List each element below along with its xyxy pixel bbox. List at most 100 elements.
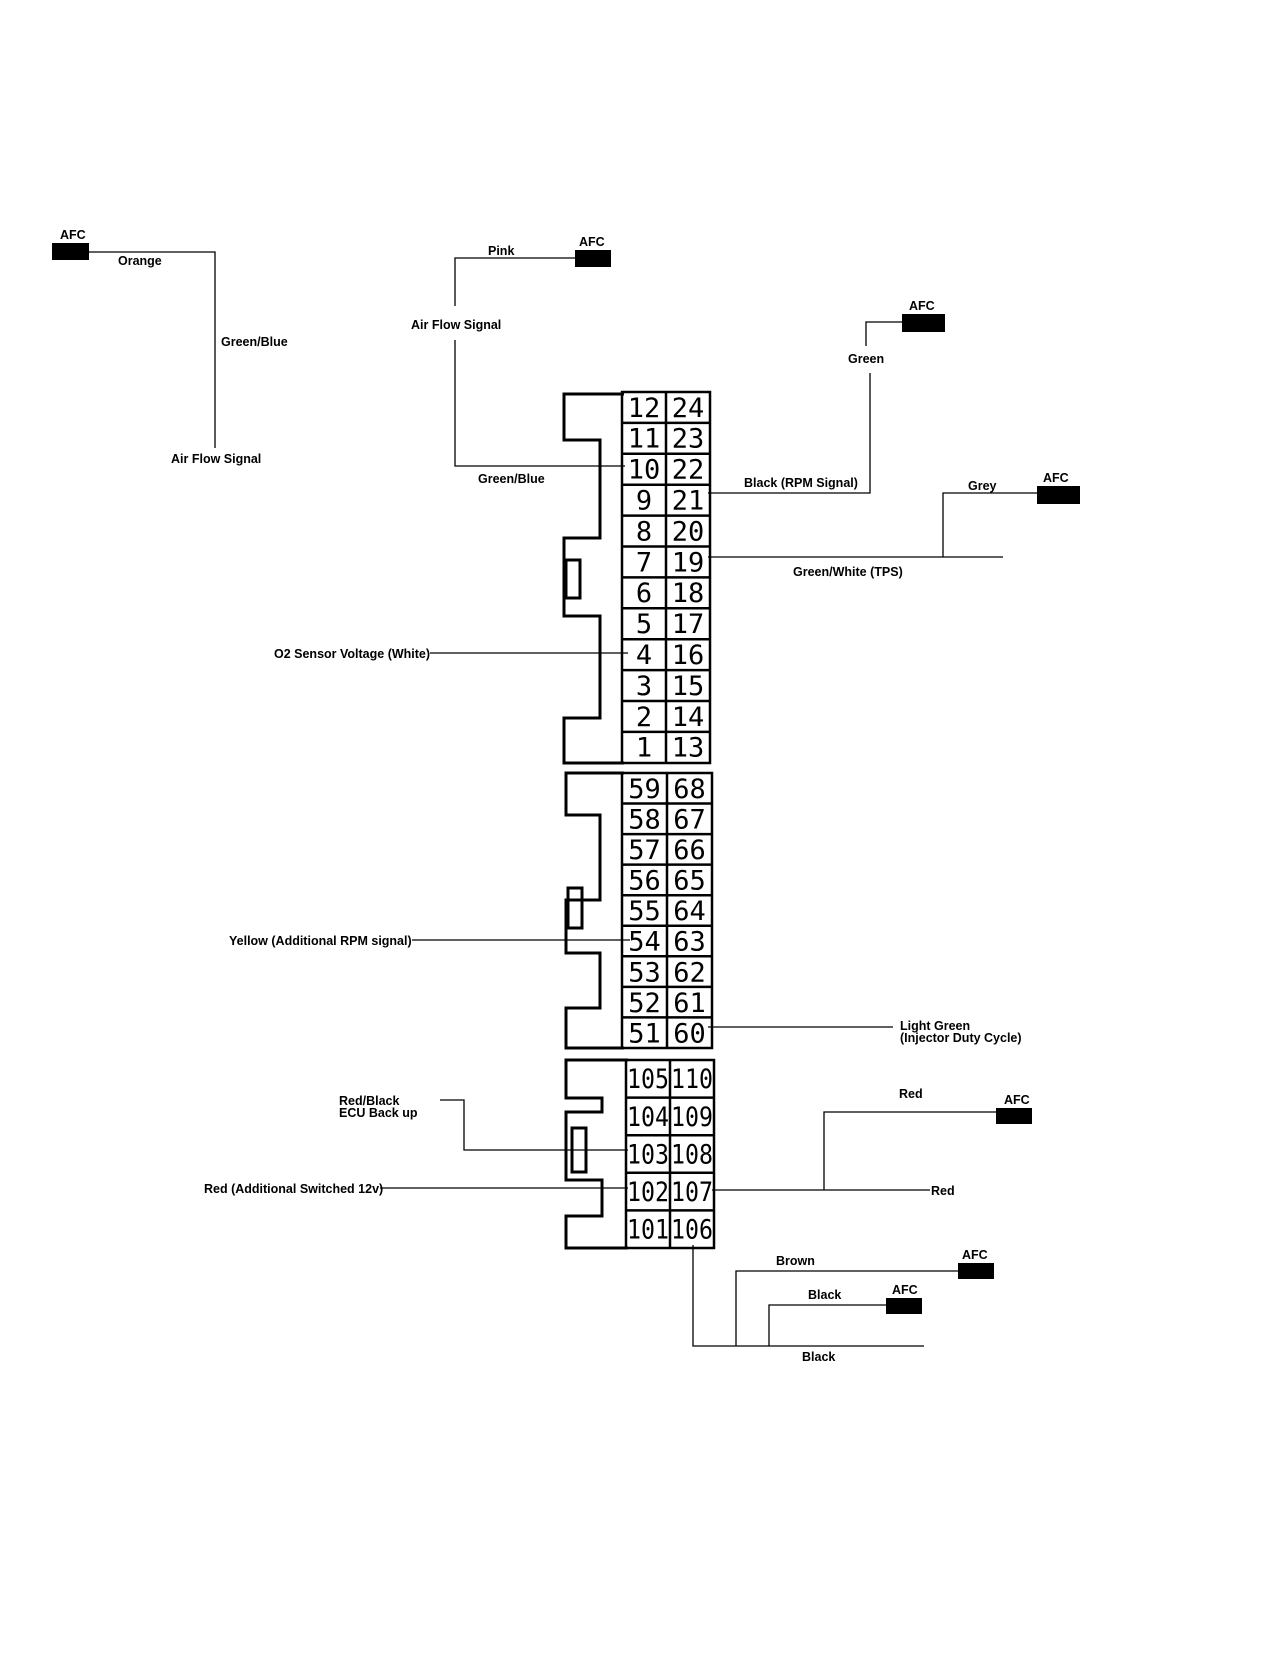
connector-b-shell	[564, 771, 714, 1050]
pin-11: 11	[628, 424, 661, 455]
label-red-switched: Red (Additional Switched 12v)	[204, 1182, 383, 1196]
pin-51: 51	[628, 1018, 661, 1049]
pin-63: 63	[673, 927, 706, 958]
pin-55: 55	[628, 896, 661, 927]
wire-black-afc	[768, 1304, 886, 1346]
pin-22: 22	[672, 455, 705, 486]
pin-62: 62	[673, 957, 706, 988]
label-green: Green	[848, 352, 884, 366]
pin-20: 20	[672, 516, 705, 547]
label-air-flow-signal-left: Air Flow Signal	[171, 452, 261, 466]
afc-label: AFC	[1004, 1093, 1030, 1107]
label-orange: Orange	[118, 254, 162, 268]
label-grey: Grey	[968, 479, 997, 493]
label-red-right: Red	[931, 1184, 955, 1198]
label-ecu-back-up: ECU Back up	[339, 1106, 418, 1120]
pin-67: 67	[673, 805, 706, 836]
pin-58: 58	[628, 805, 661, 836]
wire-orange-green-blue	[89, 251, 216, 448]
pin-61: 61	[673, 988, 706, 1019]
pin-21: 21	[672, 486, 705, 517]
pin-105: 105	[627, 1064, 669, 1095]
label-air-flow-signal-mid: Air Flow Signal	[411, 318, 501, 332]
label-pink: Pink	[488, 244, 514, 258]
afc-box	[575, 250, 611, 267]
pin-1: 1	[636, 733, 652, 764]
pin-68: 68	[673, 774, 706, 805]
afc-unit-1: AFC	[52, 228, 89, 260]
afc-unit-3: AFC	[902, 299, 945, 332]
pin-102: 102	[627, 1177, 669, 1208]
pin-57: 57	[628, 835, 661, 866]
pin-64: 64	[673, 896, 706, 927]
label-black-mid: Black	[808, 1288, 841, 1302]
pin-5: 5	[636, 609, 652, 640]
pin-8: 8	[636, 516, 652, 547]
pin-16: 16	[672, 640, 705, 671]
wire-pink	[454, 257, 575, 306]
afc-label: AFC	[60, 228, 86, 242]
pin-56: 56	[628, 866, 661, 897]
wires	[89, 251, 1037, 1347]
pin-10: 10	[628, 455, 661, 486]
afc-unit-7: AFC	[886, 1283, 922, 1314]
afc-unit-4: AFC	[1037, 471, 1080, 504]
label-green-white-tps: Green/White (TPS)	[793, 565, 903, 579]
pin-101: 101	[627, 1215, 669, 1246]
pin-24: 24	[672, 393, 705, 424]
label-yellow-rpm: Yellow (Additional RPM signal)	[229, 934, 412, 948]
pin-9: 9	[636, 486, 652, 517]
wire-brown	[735, 1270, 958, 1346]
afc-box	[886, 1298, 922, 1314]
wire-grey	[942, 492, 1037, 557]
wire-green-blue-pin10	[454, 340, 625, 467]
label-light-green: Light Green	[900, 1019, 970, 1033]
pin-19: 19	[672, 547, 705, 578]
afc-label: AFC	[909, 299, 935, 313]
pin-66: 66	[673, 835, 706, 866]
pin-54: 54	[628, 927, 661, 958]
pin-52: 52	[628, 988, 661, 1019]
afc-label: AFC	[892, 1283, 918, 1297]
pin-108: 108	[671, 1139, 713, 1170]
afc-unit-2: AFC	[575, 235, 611, 267]
pin-103: 103	[627, 1139, 669, 1170]
label-black-bottom: Black	[802, 1350, 835, 1364]
afc-label: AFC	[962, 1248, 988, 1262]
pin-13: 13	[672, 733, 705, 764]
afc-unit-6: AFC	[958, 1248, 994, 1279]
pin-3: 3	[636, 671, 652, 702]
pin-23: 23	[672, 424, 705, 455]
wire-red-afc	[823, 1111, 996, 1190]
pin-59: 59	[628, 774, 661, 805]
pin-104: 104	[627, 1102, 669, 1133]
afc-box	[958, 1263, 994, 1279]
afc-box	[902, 314, 945, 332]
pin-53: 53	[628, 957, 661, 988]
pin-106: 106	[671, 1215, 713, 1246]
wire-black-ground	[692, 1245, 924, 1347]
pin-6: 6	[636, 578, 652, 609]
afc-label: AFC	[1043, 471, 1069, 485]
pin-12: 12	[628, 393, 661, 424]
label-o2-sensor: O2 Sensor Voltage (White)	[274, 647, 430, 661]
pin-109: 109	[671, 1102, 713, 1133]
wire-green	[865, 321, 902, 346]
pin-60: 60	[673, 1018, 706, 1049]
pin-18: 18	[672, 578, 705, 609]
afc-box	[996, 1108, 1032, 1124]
pin-7: 7	[636, 547, 652, 578]
label-injector-duty-cycle: (Injector Duty Cycle)	[900, 1031, 1022, 1045]
pin-2: 2	[636, 702, 652, 733]
label-brown: Brown	[776, 1254, 815, 1268]
afc-unit-5: AFC	[996, 1093, 1032, 1124]
label-green-blue-mid: Green/Blue	[478, 472, 545, 486]
pin-17: 17	[672, 609, 705, 640]
wire-labels: Orange Green/Blue Air Flow Signal Pink A…	[118, 244, 1022, 1364]
afc-box	[52, 243, 89, 260]
